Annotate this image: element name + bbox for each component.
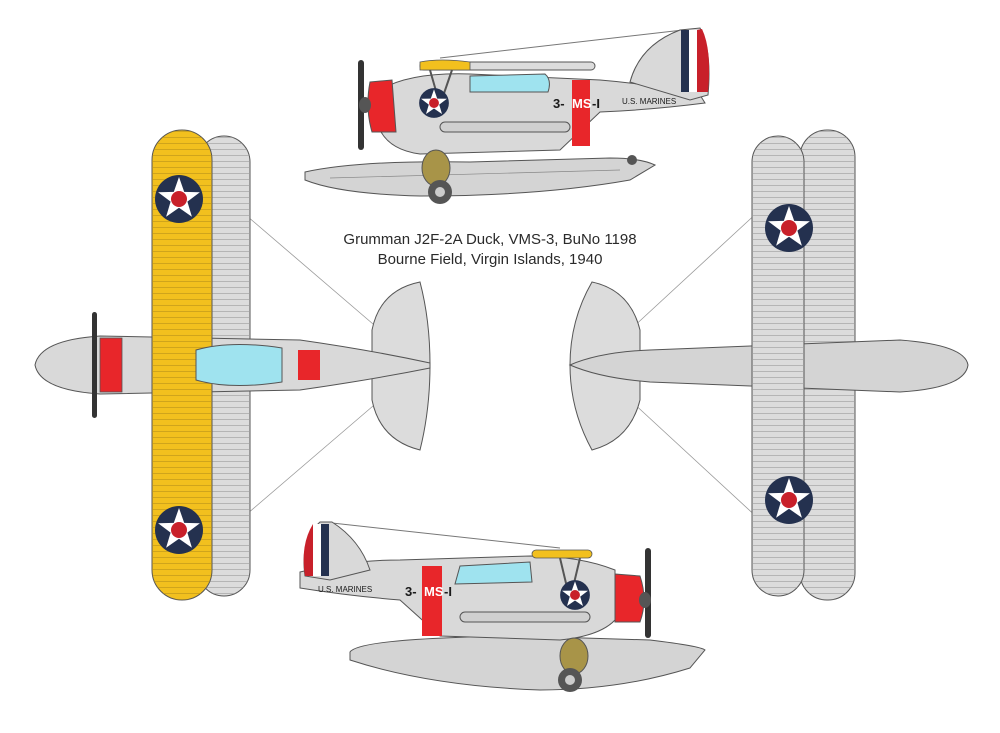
caption: Grumman J2F-2A Duck, VMS-3, BuNo 1198 Bo… xyxy=(300,230,680,270)
star-roundel-icon xyxy=(419,88,449,118)
star-roundel-icon xyxy=(765,204,813,252)
svg-text:-I: -I xyxy=(592,96,600,111)
plan-view-underside xyxy=(568,129,969,601)
wheel-icon xyxy=(558,637,589,692)
svg-text:MS: MS xyxy=(424,584,444,599)
star-roundel-icon xyxy=(765,476,813,524)
svg-text:-I: -I xyxy=(444,584,452,599)
propeller-icon xyxy=(358,60,371,150)
code-mid: MS xyxy=(572,96,592,111)
side-view-top: 3- MS -I U.S. MARINES xyxy=(304,27,710,204)
side-view-bottom: 3- MS -I U.S. MARINES xyxy=(299,521,706,692)
star-roundel-icon xyxy=(560,580,590,610)
propeller-icon xyxy=(92,312,97,418)
svg-text:3-: 3- xyxy=(553,96,565,111)
star-roundel-icon xyxy=(155,506,203,554)
caption-line-2: Bourne Field, Virgin Islands, 1940 xyxy=(377,251,603,268)
service-text-top: U.S. MARINES xyxy=(622,97,676,106)
wheel-icon xyxy=(421,149,452,204)
propeller-icon xyxy=(639,548,651,638)
svg-text:3-: 3- xyxy=(405,584,417,599)
plan-view-top xyxy=(34,129,431,601)
star-roundel-icon xyxy=(155,175,203,223)
caption-line-1: Grumman J2F-2A Duck, VMS-3, BuNo 1198 xyxy=(343,231,637,248)
service-text-bottom: U.S. MARINES xyxy=(318,585,372,594)
